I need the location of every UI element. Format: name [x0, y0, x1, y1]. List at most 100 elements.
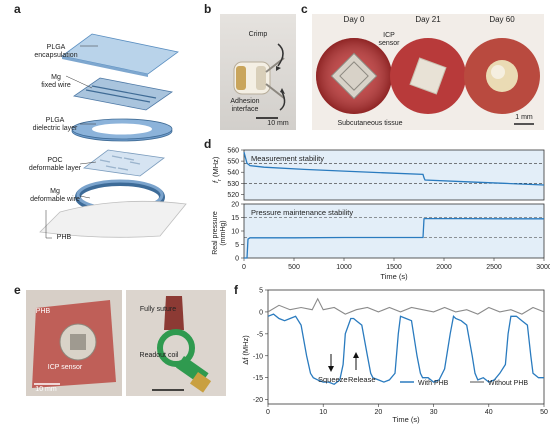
implant-photo-left-drawing — [26, 290, 122, 396]
y-tick-label: 0 — [235, 256, 239, 263]
poc-deformable-layer — [82, 149, 166, 177]
y-tick-label: -5 — [257, 331, 263, 338]
layer-label-line: POC — [47, 157, 63, 164]
ylabel-unit: (MHz) — [211, 156, 220, 179]
panel-label-c: c — [301, 2, 308, 16]
y-tick-label: 5 — [235, 242, 239, 249]
label-line: interface — [231, 106, 259, 113]
panel-label-e: e — [14, 283, 21, 297]
label-fully-suture: Fully suture — [139, 306, 177, 313]
layer-label-phb: PHB — [54, 234, 74, 242]
implant-photo-left — [26, 290, 122, 396]
label-crimp: Crimp — [248, 31, 268, 38]
y-tick-label: 15 — [231, 215, 239, 222]
x-tick-label: 1000 — [336, 264, 352, 271]
layer-label-line: PLGA — [46, 44, 66, 51]
label-icp-sensor-e: ICP sensor — [47, 364, 83, 371]
series-line-without-phb — [267, 297, 545, 315]
y-tick-label: 550 — [227, 159, 239, 166]
x-tick-label: 2000 — [436, 264, 452, 271]
scale-bar-label-c: 1 mm — [515, 114, 533, 121]
series-line-with-phb — [267, 313, 544, 386]
plga-encapsulation-layer-edge — [62, 56, 148, 77]
chart-d-top-plot-area — [243, 149, 545, 201]
x-tick-label: 50 — [540, 409, 548, 416]
chart-d-bottom-ylabel: Real pressure(mmHg) — [212, 211, 227, 255]
panel-label-d: d — [204, 137, 212, 151]
mg-fixed-wire-layer — [72, 77, 174, 111]
layer-label-line: encapsulation — [34, 52, 78, 59]
x-tick-label: 0 — [266, 409, 270, 416]
tissue-photos — [312, 14, 544, 130]
x-tick-label: 500 — [288, 264, 300, 271]
chart-f-ylabel: Δf (MHz) — [241, 335, 250, 365]
device-photo — [220, 14, 296, 130]
label-line: Adhesion — [230, 98, 260, 105]
scale-bar-label-b: 10 mm — [267, 120, 289, 127]
ylabel-sub: r — [217, 179, 223, 181]
x-tick-label: 0 — [242, 264, 246, 271]
panel-label-f: f — [234, 283, 238, 297]
x-tick-label: 20 — [375, 409, 383, 416]
x-tick-label: 10 — [319, 409, 327, 416]
y-tick-label: -15 — [253, 375, 263, 382]
label-subcutaneous-tissue: Subcutaneous tissue — [337, 120, 403, 127]
annotation-release: Release — [348, 375, 376, 384]
chart-d-bottom-title: Pressure maintenance stability — [251, 208, 353, 217]
annotation-squeeze: Squeeze — [318, 375, 348, 384]
layer-label-line: deformable wire — [30, 196, 80, 203]
implant-photo-right-drawing — [126, 290, 226, 396]
legend-without-phb: Without PHB — [488, 380, 528, 387]
y-tick-label: 5 — [259, 288, 263, 295]
chart-f-xlabel: Time (s) — [392, 415, 420, 424]
x-tick-label: 40 — [485, 409, 493, 416]
y-tick-label: 20 — [231, 202, 239, 209]
layer-label-line: Mg — [50, 188, 60, 195]
x-tick-label: 2500 — [486, 264, 502, 271]
layer-label-line: Mg — [51, 74, 61, 81]
y-tick-label: 560 — [227, 148, 239, 155]
day-0-label: Day 0 — [343, 15, 365, 24]
legend: With PHB Without PHB — [400, 380, 528, 387]
layer-label-line: PLGA — [45, 117, 65, 124]
y-tick-label: -20 — [253, 397, 263, 404]
layer-label-line: dielectric layer — [32, 125, 78, 132]
ylabel-main: f — [211, 180, 220, 183]
x-tick-label: 1500 — [386, 264, 402, 271]
implant-photo-right — [126, 290, 226, 396]
y-tick-label: 520 — [227, 192, 239, 199]
layer-label-line: PHB — [56, 234, 72, 241]
x-tick-label: 30 — [430, 409, 438, 416]
series-line-real-pressure — [244, 217, 544, 259]
layer-label-line: fixed wire — [41, 82, 71, 89]
y-tick-label: 530 — [227, 181, 239, 188]
label-line: ICP — [383, 32, 395, 39]
legend-with-phb: With PHB — [418, 380, 449, 387]
ylabel-line: Real pressure — [212, 211, 219, 255]
y-tick-label: -10 — [253, 353, 263, 360]
phb-base-sheet — [39, 200, 187, 238]
tissue-photos-drawing — [316, 38, 540, 125]
chart-d-bottom: 0 5 10 15 20 0 500 1000 1500 2000 2500 3000 Pressur… — [212, 202, 550, 282]
y-tick-label: 10 — [231, 229, 239, 236]
layer-label-line: deformable layer — [28, 165, 82, 172]
scale-bar-label-e: 10 mm — [35, 386, 57, 393]
chart-f-plot-area — [267, 289, 545, 405]
chart-d-top-ylabel: fr (MHz) — [211, 156, 223, 183]
day-21-label: Day 21 — [415, 15, 441, 24]
series-line-resonant-frequency — [243, 152, 545, 186]
layer-stack-illustration — [39, 33, 187, 239]
x-tick-label: 3000 — [536, 264, 550, 271]
chart-d-bottom-plot-area — [243, 203, 545, 259]
day-60-label: Day 60 — [489, 15, 515, 24]
chart-d-top-title: Measurement stability — [251, 154, 324, 163]
chart-d-xlabel: Time (s) — [380, 272, 408, 281]
